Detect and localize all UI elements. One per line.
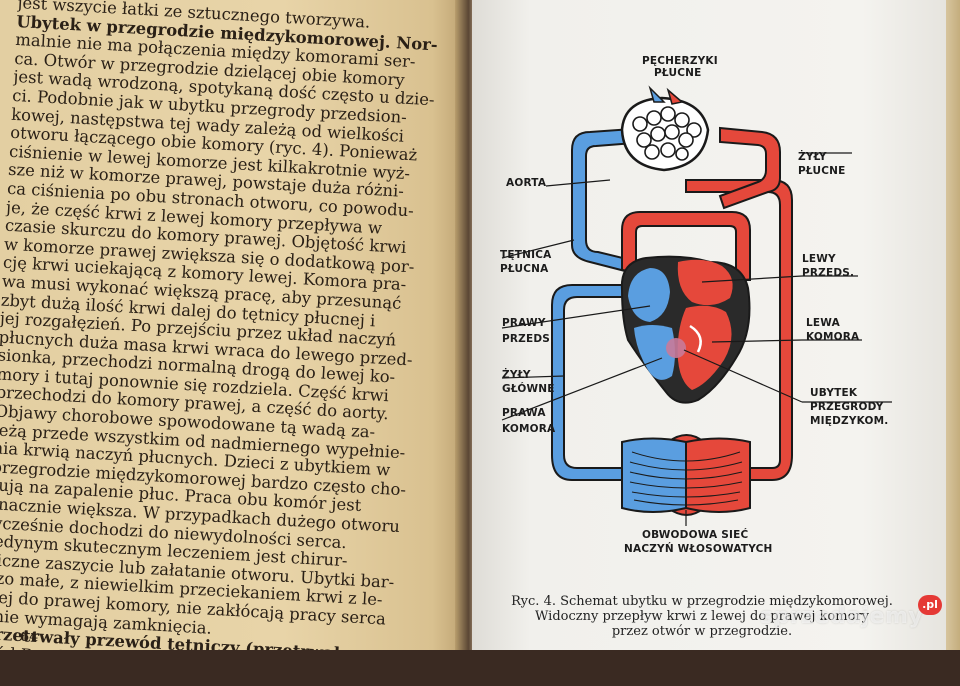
right-ventricle	[634, 325, 675, 380]
label-pulmonary-artery-line1: TĘTNICA	[500, 249, 552, 261]
pulmonary-vein-red	[718, 126, 781, 210]
caption-line-1: Ryc. 4. Schemat ubytku w przegrodzie mię…	[511, 594, 893, 609]
label-right-ventricle-line2: KOMORA	[502, 423, 556, 435]
label-left-atrium-line2: PRZEDS.	[802, 267, 854, 279]
caption-line-3: przez otwór w przegrodzie.	[611, 624, 793, 639]
label-right-ventricle-line1: PRAWA	[502, 407, 546, 419]
book-spread: jest wszycie łatki ze sztucznego tworzyw…	[0, 0, 960, 650]
septal-defect	[666, 338, 686, 358]
label-left-ventricle-line2: KOMORA	[806, 331, 860, 343]
label-pulmonary-veins-line1: ŻYŁY	[798, 149, 827, 163]
label-leaders	[501, 152, 892, 526]
left-atrium	[677, 259, 733, 306]
label-left-atrium-line1: LEWY	[802, 253, 836, 265]
label-pulmonary-veins-line2: PŁUCNE	[798, 165, 845, 177]
text-line: wód Botalla). W życiu płodowym istnieje …	[0, 643, 364, 684]
label-pulmonary-artery-line2: PŁUCNA	[500, 263, 549, 275]
label-right-atrium-line1: PRAWY	[502, 317, 546, 329]
figure-caption: Ryc. 4. Schemat ubytku w przegrodzie mię…	[492, 594, 912, 639]
label-alveoli-line1: PĘCHERZYKI	[642, 55, 718, 67]
label-septal-defect-line3: MIĘDZYKOM.	[810, 415, 889, 427]
page-edge	[946, 0, 960, 650]
watermark-text: sprzedajemy	[760, 604, 924, 629]
label-vena-cava-line2: GŁÓWNE	[502, 382, 555, 395]
label-capillaries-line1: OBWODOWA SIEĆ	[642, 528, 748, 541]
label-septal-defect-line2: PRZEGRODY	[810, 401, 884, 413]
label-left-ventricle-line1: LEWA	[806, 317, 841, 329]
left-page: jest wszycie łatki ze sztucznego tworzyw…	[0, 0, 470, 650]
page-number: 64	[20, 630, 39, 645]
heart-circulation-diagram: PĘCHERZYKI PŁUCNE ŻYŁY PŁUCNE AORTA TĘTN…	[500, 55, 892, 555]
label-septal-defect-line1: UBYTEK	[810, 387, 858, 399]
label-alveoli-line2: PŁUCNE	[654, 67, 701, 79]
right-atrium	[628, 268, 670, 322]
label-capillaries-line2: NACZYŃ WŁOSOWATYCH	[624, 542, 773, 555]
lung-alveoli	[620, 85, 710, 172]
label-right-atrium-line2: PRZEDS.	[502, 333, 554, 345]
label-vena-cava-line1: ŻYŁY	[502, 367, 531, 381]
capillary-network	[621, 434, 751, 516]
label-aorta: AORTA	[506, 177, 547, 189]
heart	[620, 255, 751, 404]
left-page-text: jest wszycie łatki ze sztucznego tworzyw…	[0, 0, 447, 684]
watermark-badge: .pl	[918, 595, 942, 615]
pulmonary-artery-blue	[571, 126, 674, 284]
caption-line-2: Widoczny przepływ krwi z lewej do prawej…	[535, 609, 869, 624]
